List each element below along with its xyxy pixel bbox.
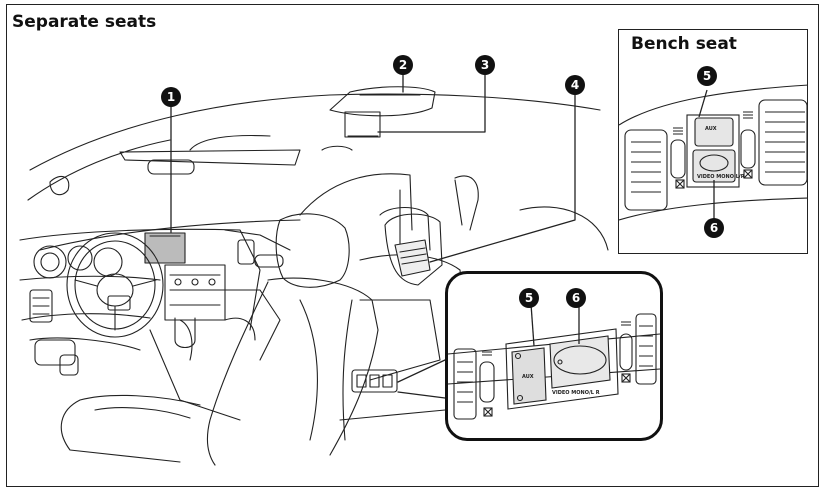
figure-title: Separate seats	[12, 12, 157, 32]
bench-callout-marker-6: 6	[704, 218, 724, 238]
inset-video-port-label: VIDEO MONO/L R	[552, 390, 600, 396]
bench-seat-illustration: AUX VIDEO MONO L/R	[619, 84, 807, 230]
inset-aux-port-label: AUX	[522, 374, 534, 380]
callout-marker-4: 4	[565, 75, 585, 95]
inset-callout-marker-6: 6	[566, 288, 586, 308]
bench-video-port-label: VIDEO MONO L/R	[697, 174, 745, 180]
bench-callout-marker-5: 5	[697, 66, 717, 86]
callout-marker-3: 3	[475, 55, 495, 75]
callout-marker-1: 1	[161, 87, 181, 107]
inset-callout-marker-5: 5	[519, 288, 539, 308]
bench-seat-panel: AUX VIDEO MONO L/R	[618, 29, 808, 254]
callout-marker-2: 2	[393, 55, 413, 75]
bench-aux-port-label: AUX	[705, 126, 717, 132]
bench-seat-title: Bench seat	[631, 34, 737, 54]
rear-ports-closeup-illustration: AUX VIDEO MONO/L R	[448, 303, 660, 420]
rear-ports-closeup: AUX VIDEO MONO/L R	[445, 271, 663, 441]
